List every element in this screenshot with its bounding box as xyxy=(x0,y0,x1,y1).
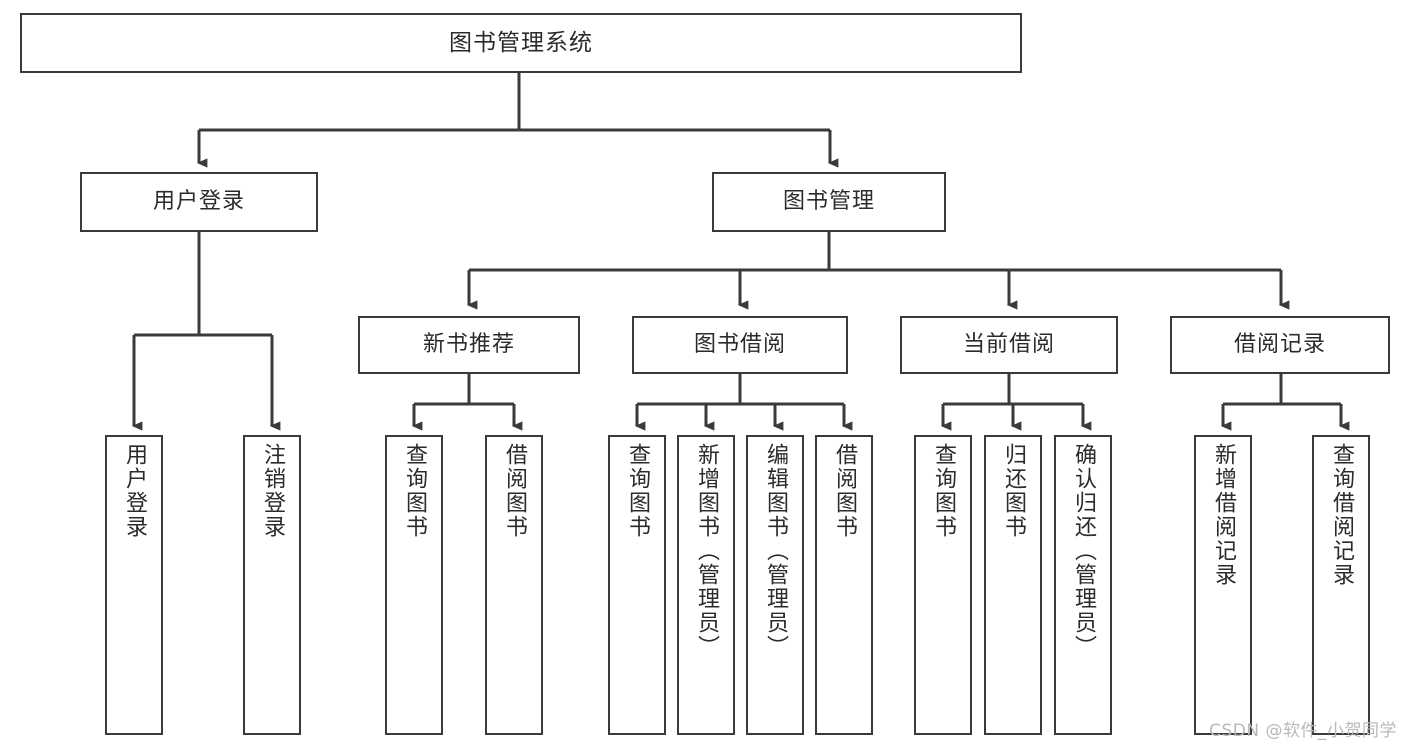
node-label: 注销登录 xyxy=(259,443,285,539)
node-current-borrow[interactable]: 当前借阅 xyxy=(900,316,1118,374)
leaf-query-book-borrow[interactable]: 查询图书 xyxy=(608,435,666,735)
leaf-query-book-current[interactable]: 查询图书 xyxy=(914,435,972,735)
node-label: 图书管理系统 xyxy=(449,29,593,56)
node-label: 当前借阅 xyxy=(962,331,1055,357)
leaf-user-logout[interactable]: 注销登录 xyxy=(243,435,301,735)
leaf-confirm-return-admin[interactable]: 确认归还（管理员） xyxy=(1054,435,1112,735)
node-label: 借阅图书 xyxy=(831,443,857,539)
node-user-login[interactable]: 用户登录 xyxy=(80,172,318,232)
leaf-return-book[interactable]: 归还图书 xyxy=(984,435,1042,735)
node-label: 新增图书（管理员） xyxy=(693,443,719,659)
leaf-add-book-admin[interactable]: 新增图书（管理员） xyxy=(677,435,735,735)
node-label: 新书推荐 xyxy=(422,331,515,357)
node-root-book-management-system[interactable]: 图书管理系统 xyxy=(20,13,1022,73)
node-new-book-recommend[interactable]: 新书推荐 xyxy=(358,316,580,374)
leaf-query-borrow-record[interactable]: 查询借阅记录 xyxy=(1312,435,1370,735)
node-book-borrow[interactable]: 图书借阅 xyxy=(632,316,848,374)
node-label: 用户登录 xyxy=(121,443,147,539)
node-label: 借阅图书 xyxy=(501,443,527,539)
node-label: 查询图书 xyxy=(624,443,650,539)
leaf-query-book-recommend[interactable]: 查询图书 xyxy=(385,435,443,735)
leaf-edit-book-admin[interactable]: 编辑图书（管理员） xyxy=(746,435,804,735)
node-label: 借阅记录 xyxy=(1233,331,1326,357)
node-label: 确认归还（管理员） xyxy=(1070,443,1096,659)
node-label: 图书管理 xyxy=(782,188,875,214)
leaf-borrow-book[interactable]: 借阅图书 xyxy=(815,435,873,735)
node-borrow-records[interactable]: 借阅记录 xyxy=(1170,316,1390,374)
leaf-borrow-book-recommend[interactable]: 借阅图书 xyxy=(485,435,543,735)
leaf-user-login[interactable]: 用户登录 xyxy=(105,435,163,735)
node-label: 归还图书 xyxy=(1000,443,1026,539)
leaf-add-borrow-record[interactable]: 新增借阅记录 xyxy=(1194,435,1252,735)
node-label: 用户登录 xyxy=(152,188,245,214)
node-label: 编辑图书（管理员） xyxy=(762,443,788,659)
watermark-text: CSDN @软件_小贺同学 xyxy=(1209,721,1397,741)
node-label: 查询图书 xyxy=(401,443,427,539)
node-label: 图书借阅 xyxy=(693,331,786,357)
node-label: 查询图书 xyxy=(930,443,956,539)
node-label: 新增借阅记录 xyxy=(1210,443,1236,587)
node-book-management[interactable]: 图书管理 xyxy=(712,172,946,232)
node-label: 查询借阅记录 xyxy=(1328,443,1354,587)
